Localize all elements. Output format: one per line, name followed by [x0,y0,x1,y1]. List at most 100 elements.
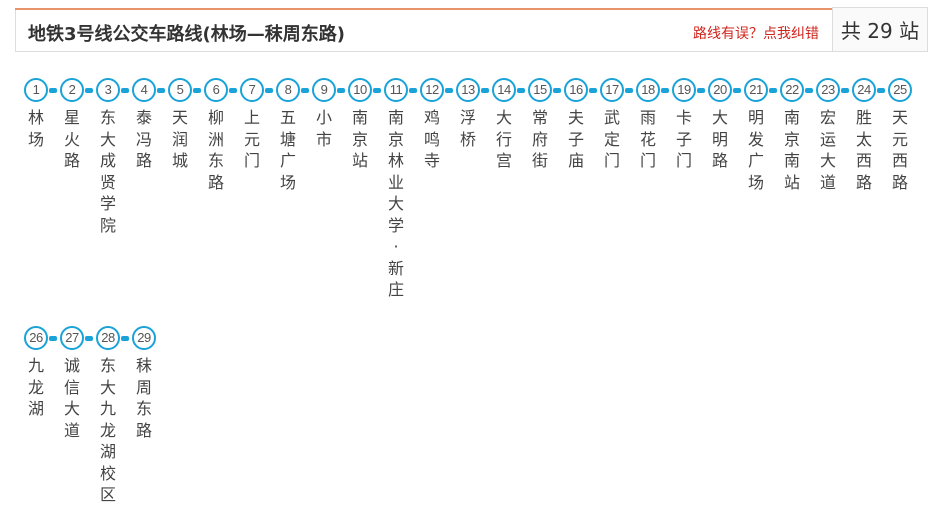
station-name: 鸡鸣寺 [423,108,440,170]
station-name: 小市 [315,108,332,149]
station-count-badge: 共 29 站 [832,7,928,52]
line-connector [409,88,417,93]
station-item[interactable]: 21 明发广场 [744,78,768,193]
station-number-circle: 12 [420,78,444,102]
station-name: 卡子门 [675,108,692,170]
station-item[interactable]: 8 五塘广场 [276,78,300,193]
station-number-circle: 22 [780,78,804,102]
station-number-circle: 18 [636,78,660,102]
line-connector [157,88,165,93]
station-number-circle: 24 [852,78,876,102]
station-number-circle: 21 [744,78,768,102]
station-number-circle: 16 [564,78,588,102]
station-item[interactable]: 25 天元西路 [888,78,912,193]
station-name: 柳洲东路 [207,108,224,192]
station-number-circle: 15 [528,78,552,102]
station-name: 胜太西路 [855,108,872,192]
line-connector [877,88,885,93]
station-item[interactable]: 16 夫子庙 [564,78,588,172]
header-accent-bar [15,8,834,10]
station-name: 常府街 [531,108,548,170]
station-name: 林场 [27,108,44,149]
station-number-circle: 2 [60,78,84,102]
station-name: 南京站 [351,108,368,170]
station-name: 武定门 [603,108,620,170]
station-name: 天元西路 [891,108,908,192]
line-connector [553,88,561,93]
station-name: 雨花门 [639,108,656,170]
station-number-circle: 4 [132,78,156,102]
line-connector [265,88,273,93]
station-name: 九龙湖 [27,356,44,418]
station-number-circle: 5 [168,78,192,102]
station-number-circle: 23 [816,78,840,102]
station-name: 天润城 [171,108,188,170]
line-connector [517,88,525,93]
station-name: 宏运大道 [819,108,836,192]
station-name: 明发广场 [747,108,764,192]
station-item[interactable]: 12 鸡鸣寺 [420,78,444,172]
route-header: 地铁3号线公交车路线(林场—秣周东路) 路线有误？点我纠错 共 29 站 [15,7,928,52]
station-item[interactable]: 24 胜太西路 [852,78,876,193]
station-name: 大明路 [711,108,728,170]
station-name: 星火路 [63,108,80,170]
line-connector [337,88,345,93]
line-connector [229,88,237,93]
station-name: 东大九龙湖校区 [99,356,116,504]
station-item[interactable]: 10 南京站 [348,78,372,172]
page-title: 地铁3号线公交车路线(林场—秣周东路) [28,24,345,45]
station-item[interactable]: 9 小市 [312,78,336,150]
station-item[interactable]: 22 南京南站 [780,78,804,193]
line-connector [805,88,813,93]
station-item[interactable]: 27 诚信大道 [60,326,84,441]
station-number-circle: 17 [600,78,624,102]
station-number-circle: 27 [60,326,84,350]
station-number-circle: 13 [456,78,480,102]
station-item[interactable]: 5 天润城 [168,78,192,172]
station-name: 南京林业大学·新庄 [387,108,404,299]
station-item[interactable]: 18 雨花门 [636,78,660,172]
line-connector [121,336,129,341]
station-name: 秣周东路 [135,356,152,440]
station-item[interactable]: 2 星火路 [60,78,84,172]
line-connector [589,88,597,93]
station-name: 南京南站 [783,108,800,192]
station-number-circle: 28 [96,326,120,350]
station-item[interactable]: 15 常府街 [528,78,552,172]
station-number-circle: 1 [24,78,48,102]
station-number-circle: 9 [312,78,336,102]
line-connector [85,336,93,341]
line-connector [301,88,309,93]
station-item[interactable]: 19 卡子门 [672,78,696,172]
station-number-circle: 7 [240,78,264,102]
line-connector [481,88,489,93]
station-item[interactable]: 23 宏运大道 [816,78,840,193]
station-item[interactable]: 1 林场 [24,78,48,150]
station-number-circle: 25 [888,78,912,102]
station-number-circle: 19 [672,78,696,102]
line-connector [769,88,777,93]
line-connector [193,88,201,93]
line-connector [49,88,57,93]
station-number-circle: 3 [96,78,120,102]
station-name: 大行宫 [495,108,512,170]
station-name: 夫子庙 [567,108,584,170]
station-name: 五塘广场 [279,108,296,192]
report-error-link[interactable]: 路线有误？点我纠错 [693,26,819,42]
station-item[interactable]: 17 武定门 [600,78,624,172]
station-name: 诚信大道 [63,356,80,440]
station-item[interactable]: 28 东大九龙湖校区 [96,326,120,506]
station-number-circle: 10 [348,78,372,102]
line-connector [661,88,669,93]
station-number-circle: 8 [276,78,300,102]
